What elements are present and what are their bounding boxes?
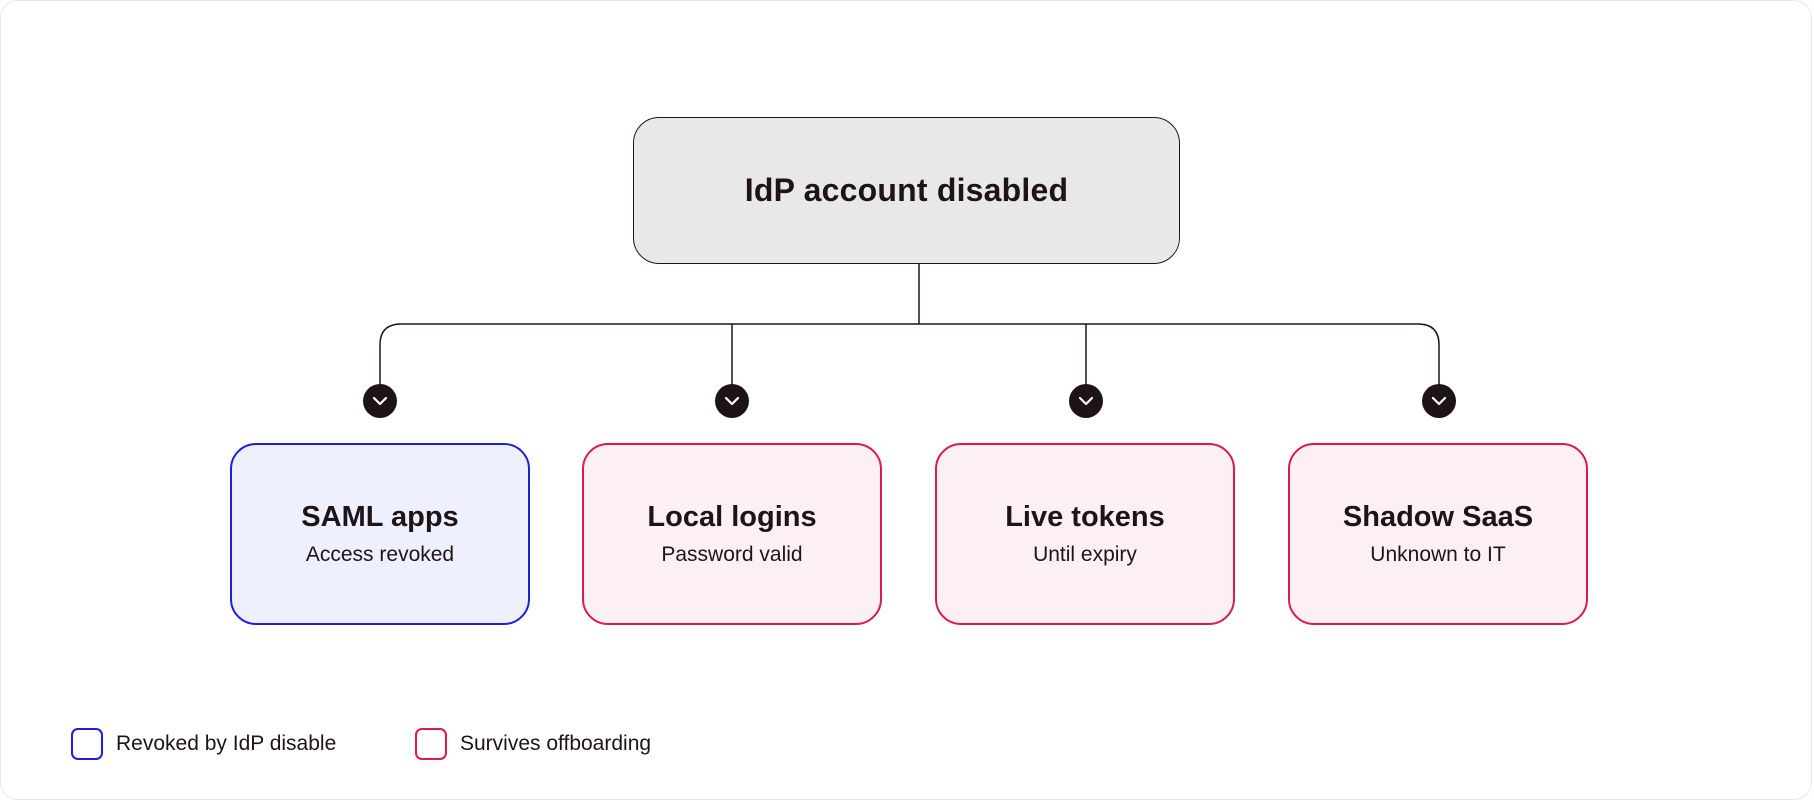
node-live-tokens: Live tokens Until expiry (935, 443, 1235, 625)
root-node: IdP account disabled (633, 117, 1180, 264)
node-title: Local logins (647, 501, 817, 533)
legend-swatch-revoked (71, 728, 103, 760)
node-shadow-saas: Shadow SaaS Unknown to IT (1288, 443, 1588, 625)
legend-item-revoked: Revoked by IdP disable (71, 728, 336, 760)
node-local-logins: Local logins Password valid (582, 443, 882, 625)
node-subtitle: Until expiry (1033, 543, 1137, 566)
node-subtitle: Password valid (661, 543, 803, 566)
chevron-down-icon (363, 384, 397, 418)
node-title: SAML apps (301, 501, 459, 533)
node-subtitle: Unknown to IT (1370, 543, 1506, 566)
chevron-down-icon (1069, 384, 1103, 418)
node-saml-apps: SAML apps Access revoked (230, 443, 530, 625)
node-title: Shadow SaaS (1342, 501, 1534, 533)
legend-swatch-survives (415, 728, 447, 760)
legend-label: Revoked by IdP disable (116, 732, 337, 755)
chevron-down-icon (1422, 384, 1456, 418)
chevron-down-icon (715, 384, 749, 418)
legend-label: Survives offboarding (460, 732, 652, 755)
node-subtitle: Access revoked (305, 543, 455, 566)
legend-item-survives: Survives offboarding (415, 728, 651, 760)
root-node-title: IdP account disabled (744, 172, 1069, 208)
node-title: Live tokens (1005, 501, 1165, 533)
connector-bus (379, 323, 1440, 359)
